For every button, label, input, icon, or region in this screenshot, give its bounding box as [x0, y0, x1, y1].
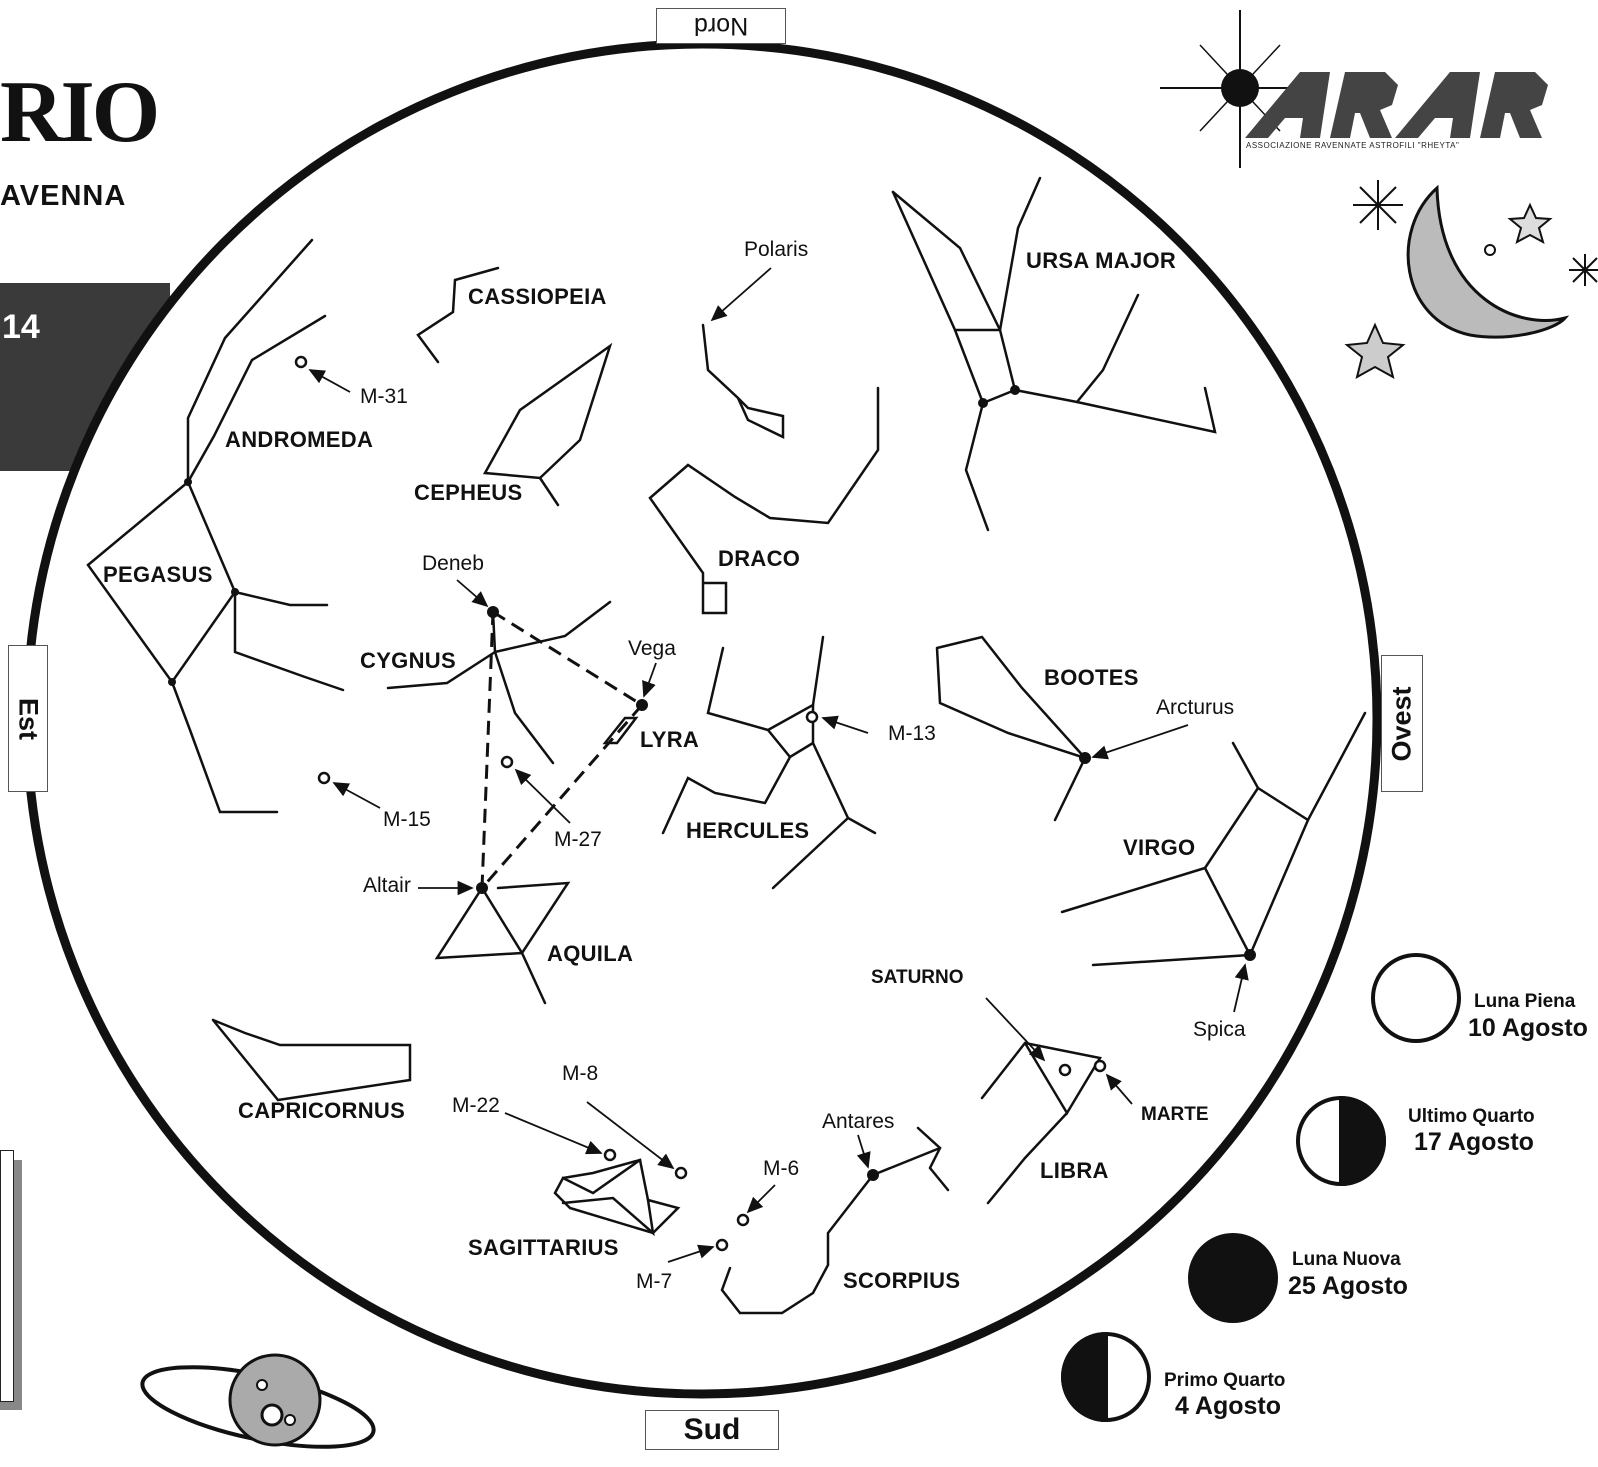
label-hercules: HERCULES — [686, 818, 810, 843]
label-vega: Vega — [628, 637, 676, 660]
direction-south: Sud — [645, 1410, 779, 1450]
moon-phase-new-title: Luna Nuova — [1292, 1249, 1401, 1270]
label-m8: M-8 — [562, 1062, 599, 1085]
moon-phase-first-quarter-title: Primo Quarto — [1164, 1370, 1286, 1391]
dso-m7 — [715, 1238, 729, 1252]
full-moon-icon — [1371, 953, 1461, 1043]
label-saturno: SATURNO — [871, 967, 964, 988]
bright-stars — [168, 385, 1256, 1181]
label-cygnus: CYGNUS — [360, 648, 456, 673]
star-vega — [636, 699, 648, 711]
label-lyra: LYRA — [640, 727, 700, 752]
dso-m15 — [317, 771, 331, 785]
label-deneb: Deneb — [422, 552, 484, 575]
label-scorpius: SCORPIUS — [843, 1268, 961, 1293]
arar-letters-icon — [1245, 72, 1548, 138]
moon-phase-new-date: 25 Agosto — [1288, 1272, 1408, 1300]
logo-left-subtitle: AVENNA — [0, 180, 127, 212]
label-spica: Spica — [1193, 1018, 1246, 1041]
label-m7: M-7 — [636, 1270, 673, 1293]
label-m22: M-22 — [452, 1094, 500, 1117]
moon-phase-last-quarter-title: Ultimo Quarto — [1408, 1106, 1535, 1127]
planet-decoration-icon — [140, 1353, 376, 1449]
first-quarter-icon — [1061, 1331, 1151, 1423]
crescent-moon-icon — [1406, 184, 1570, 339]
pointer-arrows — [308, 267, 1249, 1263]
label-m13: M-13 — [888, 722, 936, 745]
direction-west: Ovest — [1381, 655, 1423, 792]
dso-m31 — [294, 355, 308, 369]
moon-phase-full-title: Luna Piena — [1474, 991, 1576, 1012]
dso-m13 — [805, 710, 819, 724]
moon-phase-icons — [1061, 953, 1461, 1423]
label-m6: M-6 — [763, 1157, 800, 1180]
side-box — [0, 1150, 14, 1402]
label-aquila: AQUILA — [547, 941, 634, 966]
last-quarter-icon — [1296, 1095, 1386, 1187]
label-cassiopeia: CASSIOPEIA — [468, 284, 607, 309]
label-sagittarius: SAGITTARIUS — [468, 1235, 619, 1260]
label-altair: Altair — [363, 874, 411, 897]
label-andromeda: ANDROMEDA — [225, 427, 374, 452]
label-cepheus: CEPHEUS — [414, 480, 523, 505]
star-deneb — [487, 606, 499, 618]
label-polaris: Polaris — [744, 238, 809, 261]
year-fragment: 14 — [2, 308, 40, 346]
constellation-lines — [86, 176, 1367, 1315]
label-virgo: VIRGO — [1123, 835, 1196, 860]
moon-phase-last-quarter-date: 17 Agosto — [1414, 1128, 1534, 1156]
dso-m27 — [500, 755, 514, 769]
label-arcturus: Arcturus — [1156, 696, 1235, 719]
arar-star-icon — [1160, 10, 1310, 168]
label-marte: MARTE — [1141, 1104, 1209, 1125]
new-moon-icon — [1188, 1233, 1278, 1323]
star-decoration-icon — [1344, 180, 1598, 379]
logo-right-subtitle: ASSOCIAZIONE RAVENNATE ASTROFILI "RHEYTA… — [1246, 141, 1460, 150]
summer-triangle — [480, 609, 645, 893]
star-arcturus — [1079, 752, 1091, 764]
planet-saturn — [1058, 1063, 1072, 1077]
dso-m22 — [603, 1148, 617, 1162]
direction-north: Nord — [656, 8, 786, 44]
direction-east: Est — [8, 645, 48, 792]
deep-sky-objects — [294, 355, 1107, 1252]
label-pegasus: PEGASUS — [103, 562, 213, 587]
label-capricornus: CAPRICORNUS — [238, 1098, 406, 1123]
label-m27: M-27 — [554, 828, 602, 851]
label-bootes: BOOTES — [1044, 665, 1139, 690]
label-ursa-major: URSA MAJOR — [1026, 248, 1177, 273]
logo-left-title: RIO — [0, 64, 160, 161]
star-altair — [476, 882, 488, 894]
dso-m6 — [736, 1213, 750, 1227]
label-libra: LIBRA — [1040, 1158, 1109, 1183]
label-draco: DRACO — [718, 546, 801, 571]
moon-phase-first-quarter-date: 4 Agosto — [1175, 1392, 1282, 1420]
dso-m8 — [674, 1166, 688, 1180]
star-antares — [867, 1169, 879, 1181]
star-spica — [1244, 949, 1256, 961]
label-m31: M-31 — [360, 385, 408, 408]
label-m15: M-15 — [383, 808, 431, 831]
label-antares: Antares — [822, 1110, 895, 1133]
planet-mars — [1093, 1059, 1107, 1073]
moon-phase-full-date: 10 Agosto — [1468, 1014, 1588, 1042]
